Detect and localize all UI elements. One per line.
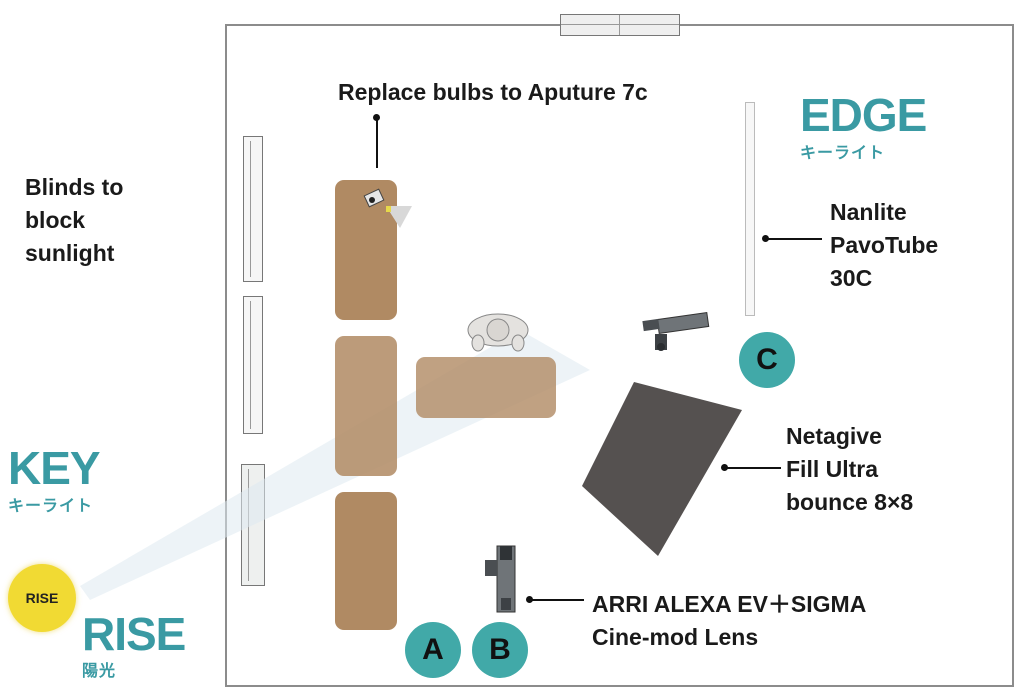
callout-dot-bounce xyxy=(721,464,728,471)
sun-icon: RISE xyxy=(8,564,76,632)
blinds-label: Blinds to block sunlight xyxy=(25,171,123,270)
top-window xyxy=(560,14,680,36)
desk-2 xyxy=(335,336,397,476)
negative-fill-line-2: Fill Ultra xyxy=(786,456,879,482)
nanlite-line-2: PavoTube xyxy=(830,232,939,258)
camera-b-marker: B xyxy=(472,622,528,678)
edge-subtitle: キーライト xyxy=(800,145,886,162)
callout-line-bulbs xyxy=(376,118,378,168)
edge-title: EDGE xyxy=(800,89,927,141)
camera-c-marker: C xyxy=(739,332,795,388)
blinds-line-2: block xyxy=(25,207,86,233)
replace-bulbs-label: Replace bulbs to Aputure 7c xyxy=(338,79,648,105)
callout-line-camera xyxy=(528,599,584,601)
camera-line-1: ARRI ALEXA EV＋SIGMA xyxy=(592,591,867,617)
rise-title: RISE xyxy=(82,608,186,660)
callout-dot-nanlite xyxy=(762,235,769,242)
desk-1 xyxy=(335,180,397,320)
callout-dot-bulbs xyxy=(373,114,380,121)
negative-fill-label: Netagive Fill Ultra bounce 8×8 xyxy=(786,420,913,519)
nanlite-line-3: 30C xyxy=(830,265,873,291)
camera-label: ARRI ALEXA EV＋SIGMA Cine-mod Lens xyxy=(592,588,866,654)
negative-fill-line-1: Netagive xyxy=(786,423,882,449)
nanlite-line-1: Nanlite xyxy=(830,199,907,225)
negative-fill-line-3: bounce 8×8 xyxy=(786,489,914,515)
callout-dot-camera xyxy=(526,596,533,603)
blinds-line-3: sunlight xyxy=(25,240,115,266)
subject-desk xyxy=(416,357,556,418)
key-subtitle: キーライト xyxy=(8,498,94,515)
blinds-line-1: Blinds to xyxy=(25,174,124,200)
camera-line-2: Cine-mod Lens xyxy=(592,624,759,650)
nanlite-label: Nanlite PavoTube 30C xyxy=(830,196,938,295)
camera-a-marker: A xyxy=(405,622,461,678)
key-title: KEY xyxy=(8,442,101,494)
callout-line-nanlite xyxy=(764,238,822,240)
nanlite-tube xyxy=(745,102,755,316)
window-left-2 xyxy=(243,296,263,434)
rise-subtitle: 陽光 xyxy=(82,663,117,680)
callout-line-bounce xyxy=(723,467,781,469)
window-left-1 xyxy=(243,136,263,282)
desk-3 xyxy=(335,492,397,630)
